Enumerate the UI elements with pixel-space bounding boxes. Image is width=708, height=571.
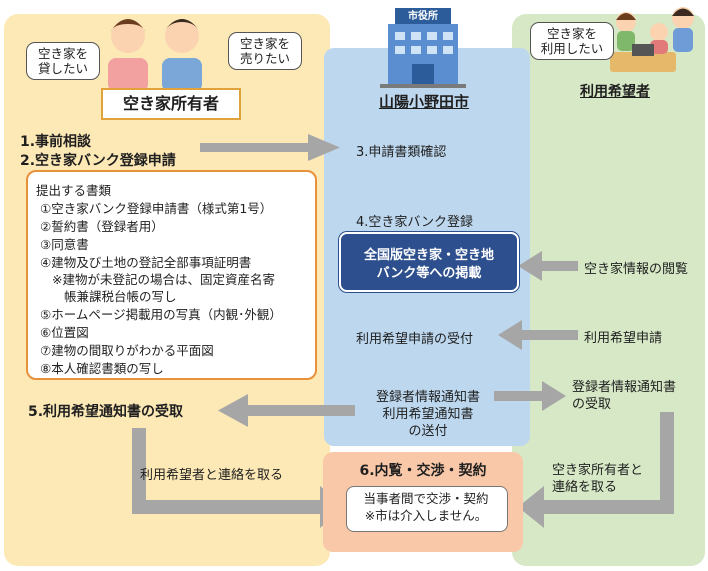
- user-bubble: 空き家を 利用したい: [530, 22, 614, 60]
- user-apply-label: 利用希望申請: [584, 331, 663, 346]
- meeting-note: 当事者間で交渉・契約 ※市は介入しません。: [346, 490, 506, 524]
- user-bubble-line1: 空き家を: [546, 26, 597, 41]
- user-receive-line1: 登録者情報通知書: [572, 380, 677, 395]
- user-contact-line2: 連絡を取る: [552, 480, 618, 495]
- arrow-to-review: [200, 134, 340, 161]
- arrow-user-to-meeting: [518, 412, 674, 528]
- step6-title: 6.内覧・交渉・契約: [359, 463, 487, 479]
- documents-title: 提出する書類: [36, 183, 112, 198]
- owner-header: 空き家所有者: [101, 88, 241, 120]
- document-item: ①空き家バンク登録申請書（様式第1号）: [40, 201, 273, 216]
- meeting-note-box: [346, 486, 508, 532]
- owner-contact-label: 利用希望者と連絡を取る: [140, 468, 284, 483]
- owner-bubble-sell-line2: 売りたい: [239, 51, 290, 66]
- city-notify-line3: の送付: [408, 424, 448, 439]
- city-notify-label: 登録者情報通知書 利用希望通知書 の送付: [340, 389, 516, 440]
- city-header: 山陽小野田市: [378, 93, 469, 111]
- meeting-note-line1: 当事者間で交渉・契約: [363, 491, 489, 506]
- user-header: 利用希望者: [580, 84, 650, 100]
- national-bank-box: 全国版空き家・空き地 バンク等への掲載: [339, 232, 519, 292]
- arrow-notify-user: [494, 381, 566, 411]
- user-contact-label: 空き家所有者と 連絡を取る: [552, 462, 643, 496]
- document-item: ②誓約書（登録者用）: [40, 219, 164, 234]
- national-bank-line2: バンク等への掲載: [376, 266, 482, 281]
- city-hall-icon: [380, 8, 466, 88]
- city-accept-label: 利用希望申請の受付: [356, 332, 474, 347]
- step3-label: 3.申請書類確認: [356, 145, 447, 160]
- user-receive-label: 登録者情報通知書 の受取: [572, 379, 676, 413]
- user-contact-line1: 空き家所有者と: [552, 463, 644, 478]
- document-note: ※建物が未登記の場合は、固定資産名寄: [52, 272, 275, 287]
- document-item: ④建物及び土地の登記全部事項証明書: [40, 255, 252, 270]
- national-bank-line1: 全国版空き家・空き地: [363, 248, 494, 263]
- user-browse-label: 空き家情報の閲覧: [584, 262, 689, 277]
- step1-label: 1.事前相談: [20, 134, 92, 150]
- arrow-apply: [498, 320, 578, 350]
- owner-couple-icon: [108, 19, 202, 92]
- user-receive-line2: の受取: [572, 397, 612, 412]
- owner-bubble-sell-line1: 空き家を: [239, 36, 290, 51]
- document-item: ③同意書: [40, 237, 89, 252]
- city-notify-line1: 登録者情報通知書: [375, 390, 480, 405]
- document-note: 帳兼課税台帳の写し: [64, 289, 177, 304]
- user-bubble-line2: 利用したい: [540, 41, 604, 56]
- owner-bubble-sell: 空き家を 売りたい: [228, 32, 302, 70]
- document-item: ⑦建物の間取りがわかる平面図: [40, 343, 214, 358]
- owner-bubble-rent-line2: 貸したい: [37, 61, 88, 76]
- meeting-note-line2: ※市は介入しません。: [364, 508, 488, 523]
- documents-box: 提出する書類 ①空き家バンク登録申請書（様式第1号） ②誓約書（登録者用） ③同…: [26, 170, 317, 380]
- city-notify-line2: 利用希望通知書: [382, 407, 474, 422]
- owner-bubble-rent-line1: 空き家を: [37, 46, 88, 61]
- step2-label: 2.空き家バンク登録申請: [20, 153, 176, 169]
- user-family-icon: [610, 7, 694, 72]
- step5-label: 5.利用希望通知書の受取: [28, 404, 184, 420]
- arrow-notify-owner: [218, 394, 355, 427]
- step4-label: 4.空き家バンク登録: [356, 215, 474, 230]
- document-item: ⑤ホームページ掲載用の写真（内観･外観）: [40, 307, 282, 322]
- document-item: ⑧本人確認書類の写し: [40, 361, 164, 376]
- owner-bubble-rent: 空き家を 貸したい: [26, 42, 100, 80]
- city-hall-sign: 市役所: [408, 11, 438, 22]
- arrow-browse: [518, 251, 578, 281]
- document-item: ⑥位置図: [40, 325, 89, 340]
